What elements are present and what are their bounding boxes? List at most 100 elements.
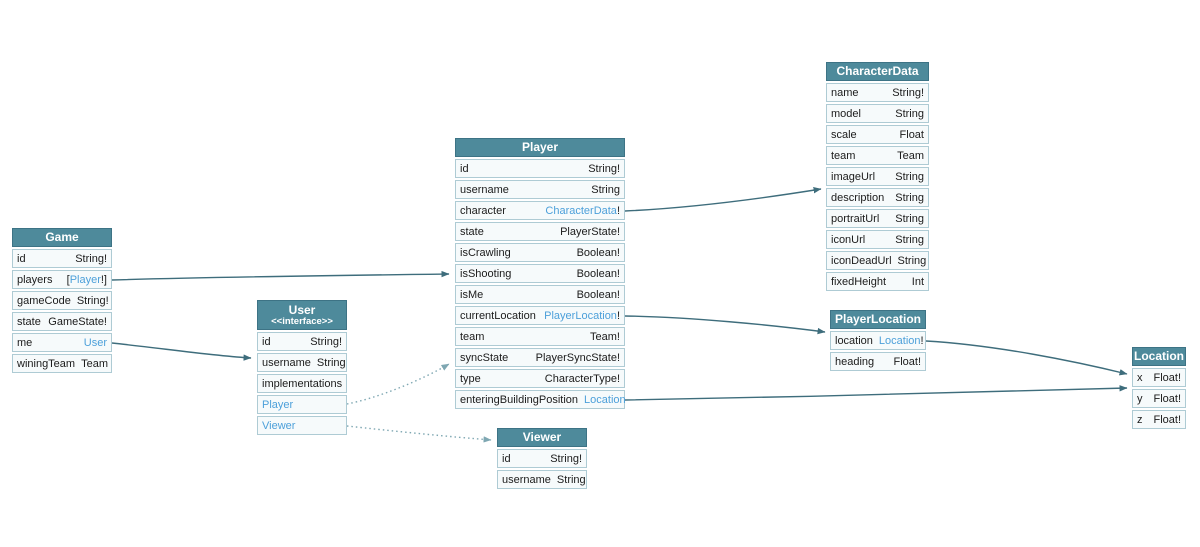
field-row-characterdata-fixedHeight[interactable]: fixedHeight Int (826, 272, 929, 291)
type-link[interactable]: User (83, 336, 107, 349)
type-link[interactable]: Location (584, 393, 626, 406)
field-name-link[interactable]: Viewer (262, 419, 296, 432)
type-text: Float! (893, 355, 921, 368)
entity-header-characterdata[interactable]: CharacterData (826, 62, 929, 81)
field-type: Float! (1153, 393, 1181, 405)
field-name: isCrawling (460, 246, 511, 259)
field-name: id (502, 452, 511, 465)
field-row-player-isShooting[interactable]: isShooting Boolean! (455, 264, 625, 283)
type-link[interactable]: CharacterData (545, 204, 617, 217)
entity-header-player[interactable]: Player (455, 138, 625, 157)
field-type: Float! (893, 356, 921, 368)
field-row-player-username[interactable]: username String (455, 180, 625, 199)
entity-title: Viewer (522, 430, 562, 444)
field-name: me (17, 336, 33, 349)
type-text: String (556, 473, 586, 486)
field-row-user-implementations[interactable]: implementations (257, 374, 347, 393)
field-name: fixedHeight (831, 275, 887, 288)
type-link[interactable]: Player (69, 273, 101, 286)
field-name: username (460, 183, 509, 196)
field-row-game-players[interactable]: players [Player!] (12, 270, 112, 289)
field-type: [Player!] (67, 274, 107, 286)
type-link[interactable]: PlayerLocation (544, 309, 617, 322)
type-text: Float! (1153, 371, 1181, 384)
entity-header-location[interactable]: Location (1132, 347, 1186, 366)
field-type: GameState! (48, 316, 107, 328)
type-text: Team! (590, 330, 620, 343)
field-type: Int (912, 276, 924, 288)
edge-player-character-to-characterdata (624, 187, 822, 212)
field-name: id (17, 252, 26, 265)
type-text: String (895, 233, 924, 246)
field-row-game-id[interactable]: id String! (12, 249, 112, 268)
type-text: String (897, 254, 927, 267)
type-text: ! (616, 309, 620, 322)
field-type: Team (81, 358, 108, 370)
edge-user-Viewer-to-viewer (346, 425, 492, 443)
entity-header-playerlocation[interactable]: PlayerLocation (830, 310, 926, 329)
field-name: isShooting (460, 267, 512, 280)
entity-header-user[interactable]: User<<interface>> (257, 300, 347, 330)
type-text: Team (897, 149, 924, 162)
type-link[interactable]: Location (878, 334, 921, 347)
field-type: String (895, 192, 924, 204)
field-type: String (591, 184, 620, 196)
entity-header-game[interactable]: Game (12, 228, 112, 247)
field-row-player-character[interactable]: character CharacterData! (455, 201, 625, 220)
field-name-link[interactable]: Player (262, 398, 294, 411)
type-text: ! (616, 204, 620, 217)
edge-player-currentLocation-to-playerlocation (624, 315, 826, 335)
field-row-user-Player[interactable]: Player (257, 395, 347, 414)
entity-title: User (288, 302, 316, 317)
field-row-user-Viewer[interactable]: Viewer (257, 416, 347, 435)
type-text: GameState! (48, 315, 107, 328)
field-row-game-me[interactable]: me User (12, 333, 112, 352)
type-text: String! (75, 252, 107, 265)
field-type: Boolean! (577, 268, 620, 280)
field-name: isMe (460, 288, 484, 301)
field-type: String (895, 213, 924, 225)
field-type: String! (77, 295, 109, 307)
field-name: character (460, 204, 506, 217)
type-text: ! (920, 334, 924, 347)
entity-header-viewer[interactable]: Viewer (497, 428, 587, 447)
field-name: players (17, 273, 53, 286)
